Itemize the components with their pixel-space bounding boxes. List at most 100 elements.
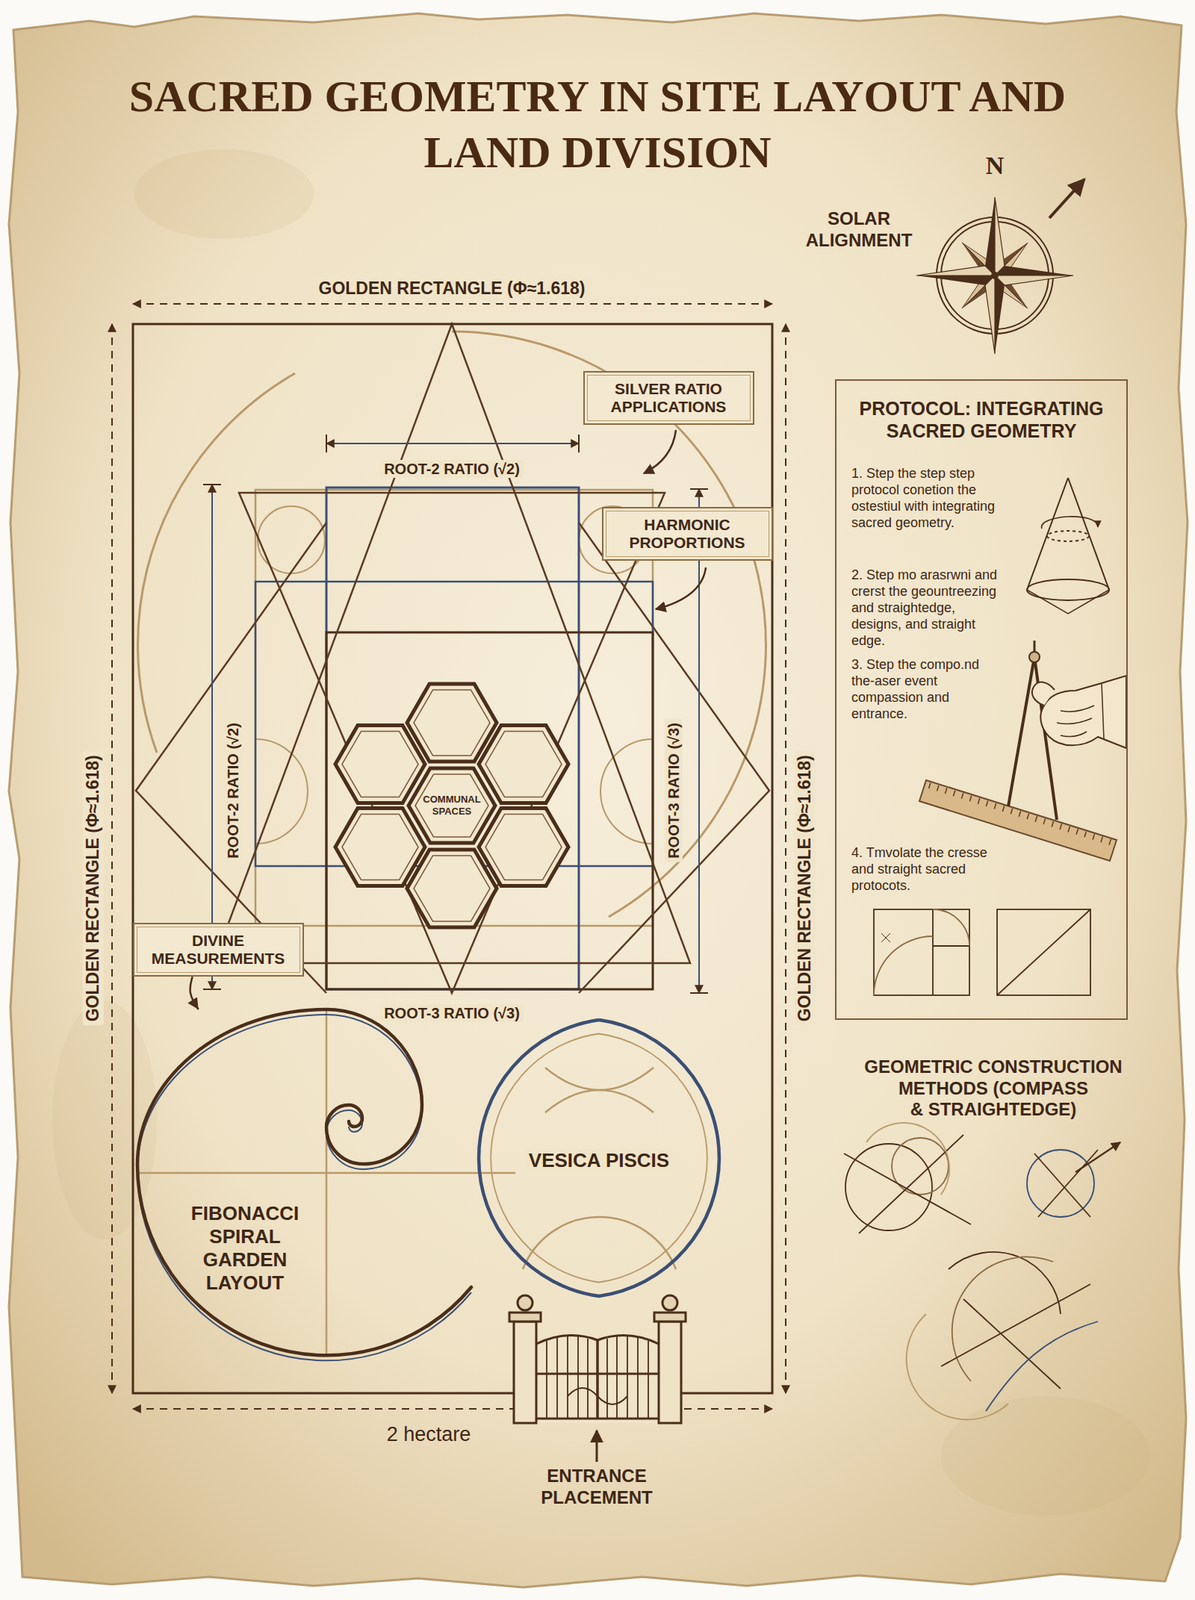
callout-box: HARMONIC PROPORTIONS bbox=[601, 507, 774, 561]
vesica-outline bbox=[490, 1034, 708, 1284]
entrance-gate bbox=[658, 1321, 682, 1424]
construction-sketch bbox=[843, 1135, 971, 1234]
compass-rose bbox=[985, 275, 995, 355]
ratio-rectangles bbox=[255, 487, 653, 990]
protocol-sketch bbox=[1026, 478, 1110, 614]
vesica-shape: VESICA PISCIS bbox=[478, 1020, 720, 1297]
panel-heading: PROTOCOL: INTEGRATING SACRED GEOMETRY bbox=[843, 397, 1119, 443]
construction-sketch bbox=[906, 1314, 1009, 1420]
dimension-line bbox=[132, 303, 773, 305]
hand-illustration bbox=[1032, 675, 1127, 749]
ratio-rectangles bbox=[255, 581, 653, 867]
dimension-line bbox=[211, 484, 213, 990]
protocol-step: 1. Step the step step protocol conetion … bbox=[851, 466, 1005, 532]
dimension-label: GOLDEN RECTANGLE (Φ≈1.618) bbox=[315, 278, 590, 300]
entrance-gate bbox=[509, 1313, 541, 1322]
dimension-line bbox=[111, 324, 113, 1394]
hexagon-cell bbox=[335, 808, 425, 887]
ratio-label: ROOT-3 RATIO (√3) bbox=[380, 1004, 524, 1023]
leader-line bbox=[655, 567, 706, 610]
golden-square-sketch bbox=[873, 909, 970, 996]
parchment bbox=[8, 13, 1188, 1588]
leader-line bbox=[643, 430, 676, 474]
compass-rose bbox=[994, 275, 1074, 286]
construction-sketch bbox=[985, 1321, 1098, 1412]
compass-rose bbox=[994, 265, 1074, 276]
compass-rose bbox=[985, 197, 995, 276]
spiral-garden: FIBONACCI SPIRAL GARDEN LAYOUT bbox=[137, 1009, 519, 1361]
hand-illustration bbox=[1101, 683, 1104, 740]
shape-label: FIBONACCI SPIRAL GARDEN LAYOUT bbox=[176, 1202, 315, 1296]
hexagon-cell bbox=[478, 808, 569, 887]
shape-label: VESICA PISCIS bbox=[525, 1149, 673, 1173]
entrance-gate bbox=[567, 1388, 628, 1405]
garden-guide-lines bbox=[137, 1009, 676, 1356]
entrance-gate bbox=[513, 1321, 537, 1424]
hexagon-cell bbox=[407, 849, 497, 928]
ratio-label: ROOT-2 RATIO (√2) bbox=[224, 719, 242, 863]
spiral-outline bbox=[137, 1009, 472, 1361]
section-heading: GEOMETRIC CONSTRUCTION METHODS (COMPASS … bbox=[832, 1056, 1154, 1122]
spiral-outline bbox=[137, 1009, 472, 1356]
hexagon-cell bbox=[335, 684, 569, 928]
construction-sketch bbox=[1075, 1142, 1121, 1173]
entrance-label: ENTRANCE PLACEMENT bbox=[514, 1466, 679, 1510]
construction-sketch bbox=[843, 1123, 1121, 1420]
hexagon-zone: COMMUNAL SPACES bbox=[407, 767, 497, 845]
protocol-panel: PROTOCOL: INTEGRATING SACRED GEOMETRY 1. … bbox=[835, 379, 1128, 1021]
entrance-gate bbox=[662, 1295, 678, 1311]
ratio-label: ROOT-2 RATIO (√2) bbox=[380, 460, 524, 478]
node-outline bbox=[137, 1009, 519, 1361]
hexagon-outline bbox=[415, 774, 489, 838]
golden-square-sketch bbox=[932, 909, 970, 996]
dimension-line bbox=[784, 324, 787, 1394]
protocol-sketch bbox=[1047, 531, 1089, 542]
protocol-sketch bbox=[1041, 516, 1098, 529]
entrance-gate bbox=[654, 1313, 686, 1322]
entrance-gate bbox=[517, 1295, 533, 1311]
leader-line bbox=[596, 1431, 599, 1463]
golden-square-sketch bbox=[997, 909, 1091, 996]
hand-illustration bbox=[1056, 705, 1095, 737]
garden-guide-lines bbox=[545, 1068, 654, 1091]
protocol-sketch bbox=[1026, 478, 1110, 591]
parchment bbox=[941, 1396, 1151, 1517]
parchment bbox=[8, 13, 1188, 1588]
site-frame bbox=[132, 324, 773, 1394]
compass-rose bbox=[994, 197, 1005, 276]
compass-north: N bbox=[985, 150, 1005, 182]
hexagram-lines bbox=[578, 522, 770, 994]
vesica-outline bbox=[478, 1020, 720, 1297]
page-title: SACRED GEOMETRY IN SITE LAYOUT AND LAND … bbox=[126, 68, 1069, 181]
golden-square-sketch bbox=[881, 933, 891, 943]
protocol-step: 3. Step the compo.nd the-aser event comp… bbox=[851, 657, 994, 723]
alignment-label: SOLAR ALIGNMENT bbox=[791, 208, 927, 252]
dimension-label: GOLDEN RECTANGLE (Φ≈1.618) bbox=[82, 752, 104, 1027]
golden-square-sketch bbox=[997, 909, 1091, 996]
protocol-sketch bbox=[1026, 590, 1110, 614]
dimension-line bbox=[698, 489, 700, 994]
entrance-gate bbox=[509, 1295, 686, 1424]
shape-label: COMMUNAL SPACES bbox=[414, 793, 490, 818]
golden-square-sketch bbox=[932, 909, 970, 947]
construction-sketch bbox=[866, 1123, 950, 1195]
hexagon-cell bbox=[335, 725, 425, 804]
harmonic-arcs bbox=[138, 331, 767, 918]
site-frame bbox=[132, 324, 773, 1394]
compass-rose bbox=[916, 179, 1085, 355]
leader-arrow bbox=[190, 976, 199, 1010]
hexagram-lines bbox=[239, 492, 665, 994]
garden-guide-lines bbox=[325, 1009, 328, 1356]
compass-rose bbox=[991, 271, 999, 280]
ratio-rectangles bbox=[326, 632, 653, 990]
area-label: 2 hectare bbox=[386, 1422, 472, 1447]
ratio-label: ROOT-3 RATIO (√3) bbox=[664, 719, 683, 863]
garden-guide-lines bbox=[545, 1090, 654, 1113]
hand-illustration bbox=[1032, 682, 1055, 706]
construction-sketch bbox=[845, 1144, 933, 1231]
construction-sketch bbox=[1034, 1150, 1098, 1218]
harmonic-arcs bbox=[138, 373, 296, 753]
golden-square-sketch bbox=[873, 936, 933, 996]
hexagon-cell bbox=[407, 684, 497, 762]
